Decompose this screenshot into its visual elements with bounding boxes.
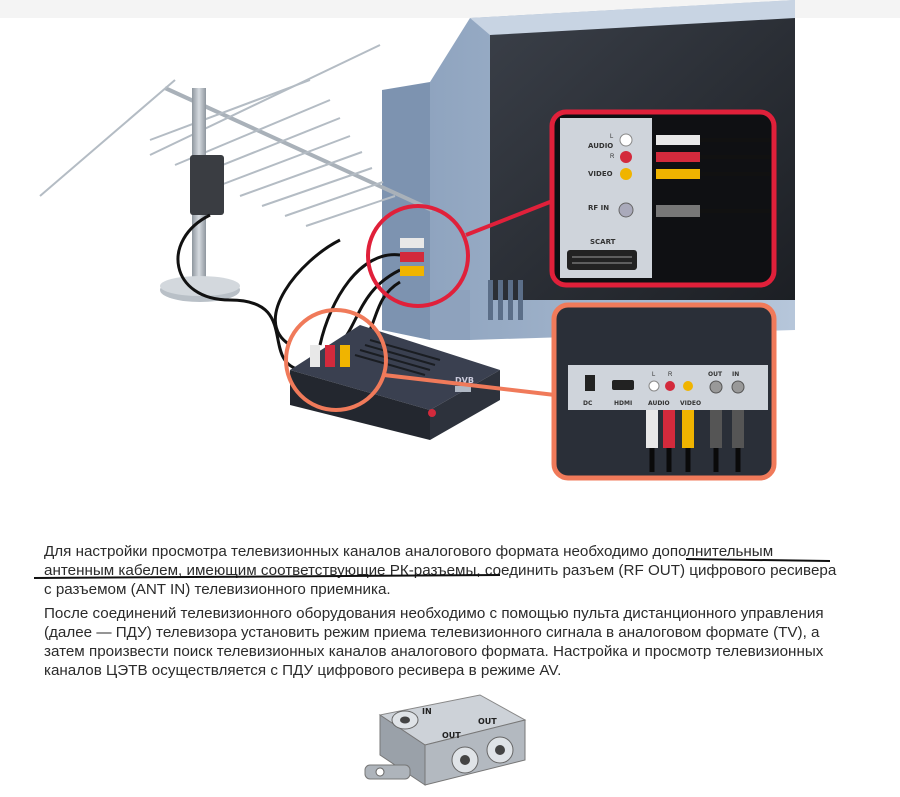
instruction-paragraph-1: Для настройки просмотра телевизионных ка…: [44, 543, 837, 598]
svg-text:AUDIO: AUDIO: [648, 400, 670, 407]
receiver-rear-panel: DC HDMI L R AUDIO VIDEO OUT IN: [551, 302, 777, 481]
antenna: [39, 44, 433, 302]
instruction-paragraph-2: После соединений телевизионного оборудов…: [44, 605, 824, 679]
tv-plugs: [400, 238, 424, 276]
svg-text:VIDEO: VIDEO: [588, 170, 613, 178]
svg-text:L: L: [610, 134, 614, 140]
svg-text:SCART: SCART: [590, 238, 616, 246]
svg-text:HDMI: HDMI: [614, 400, 632, 407]
svg-text:DC: DC: [583, 400, 593, 407]
tv-rear-panel: AUDIO L R VIDEO RF IN SCART: [549, 109, 777, 288]
receiver-badge: DVB: [455, 376, 474, 385]
svg-text:AUDIO: AUDIO: [588, 142, 613, 150]
svg-text:IN: IN: [732, 371, 739, 378]
svg-text:R: R: [610, 154, 615, 160]
connection-diagram: DVB AUDIO L R VIDEO RF IN SCART: [0, 0, 900, 481]
svg-text:R: R: [668, 372, 673, 378]
tv-jack-highlight: [366, 204, 470, 308]
svg-text:IN: IN: [422, 707, 432, 716]
rf-splitter-image: IN OUT OUT: [364, 694, 527, 786]
svg-text:VIDEO: VIDEO: [680, 400, 701, 407]
receiver-plugs: [310, 345, 350, 367]
svg-text:L: L: [652, 372, 656, 378]
svg-text:OUT: OUT: [478, 717, 497, 726]
svg-text:OUT: OUT: [442, 731, 461, 740]
receiver-jack-highlight: [284, 308, 388, 412]
svg-text:RF IN: RF IN: [588, 204, 609, 212]
svg-text:OUT: OUT: [708, 371, 723, 378]
